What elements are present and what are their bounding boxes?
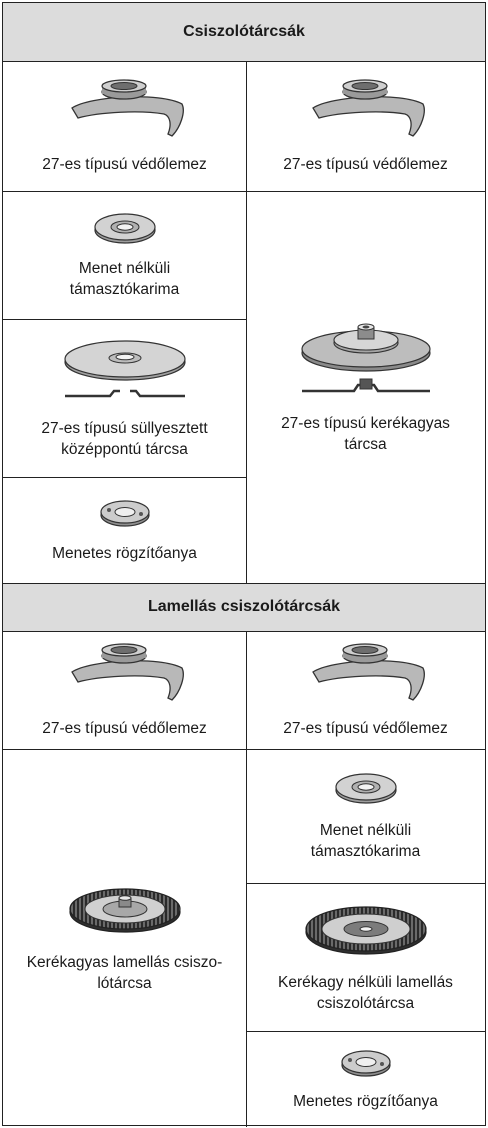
divider [3,749,485,750]
hub-wheel-cell: 27-es típusú kerékagyas tárcsa [246,191,485,583]
guard-icon [70,78,184,137]
divider [3,631,485,632]
guard-label: 27-es típusú védőlemez [42,155,207,173]
divider [246,631,247,1127]
guard-cell-right-2: 27-es típusú védőlemez [246,631,485,749]
guard-icon [311,78,425,137]
backing-flange-cell-2: Menet nélküli támasztókarima [246,749,485,883]
nohub-flap-label-line1: Kerékagy nélküli lamellás [278,974,453,991]
nohub-flap-disc-cell: Kerékagy nélküli lamellás csiszolótárcsa [246,883,485,1031]
nohub-flap-label-line2: csiszolótárcsa [316,995,415,1012]
guard-icon [70,642,184,701]
section-title: Lamellás csiszolótárcsák [147,598,341,615]
guard-label: 27-es típusú védőlemez [283,719,448,737]
divider [246,883,485,884]
hub-wheel-label-line2: tárcsa [344,436,387,453]
hub-flap-disc-cell: Kerékagyas lamellás csiszo- lótárcsa [3,749,246,1127]
depressed-wheel-cell: 27-es típusú süllyesztett középpontú tár… [3,319,246,477]
backing-flange-icon [93,213,156,244]
depressed-wheel-label-line1: 27-es típusú süllyesztett [41,420,208,437]
guard-cell-left-2: 27-es típusú védőlemez [3,631,246,749]
divider [3,477,246,478]
depressed-wheel-label-line2: középpontú tárcsa [61,441,188,458]
divider [3,583,485,584]
guard-label: 27-es típusú védőlemez [283,155,448,173]
backing-flange-label-line1: Menet nélküli [78,260,171,277]
divider [246,61,247,583]
guard-label: 27-es típusú védőlemez [42,719,207,737]
divider [246,1031,485,1032]
divider [3,61,485,62]
guard-cell-left: 27-es típusú védőlemez [3,61,246,191]
backing-flange-label-line2: támasztókarima [310,843,421,860]
clamp-nut-label: Menetes rögzítőanya [293,1092,438,1110]
backing-flange-label-line2: támasztókarima [69,281,180,298]
backing-flange-icon [334,773,397,804]
backing-flange-label-line1: Menet nélküli [319,822,412,839]
section-header-flap-discs: Lamellás csiszolótárcsák [3,583,485,631]
divider [3,191,485,192]
hub-flap-label-line2: lótárcsa [97,975,152,992]
section-title: Csiszolótárcsák [183,23,305,40]
divider [3,319,246,320]
clamp-nut-icon [340,1049,391,1077]
clamp-nut-cell: Menetes rögzítőanya [3,477,246,583]
guard-icon [311,642,425,701]
hub-flap-label-line1: Kerékagyas lamellás csiszo- [26,954,223,971]
clamp-nut-label: Menetes rögzítőanya [52,544,197,562]
clamp-nut-icon [99,499,150,527]
guard-cell-right: 27-es típusú védőlemez [246,61,485,191]
backing-flange-cell: Menet nélküli támasztókarima [3,191,246,319]
section-header-grinding-wheels: Csiszolótárcsák [3,3,485,61]
hub-wheel-icon [300,323,431,393]
clamp-nut-cell-2: Menetes rögzítőanya [246,1031,485,1127]
flap-disc-icon [304,906,427,955]
flap-disc-icon [68,888,181,933]
hub-wheel-label-line1: 27-es típusú kerékagyas [281,415,450,432]
depressed-wheel-icon [63,340,186,398]
